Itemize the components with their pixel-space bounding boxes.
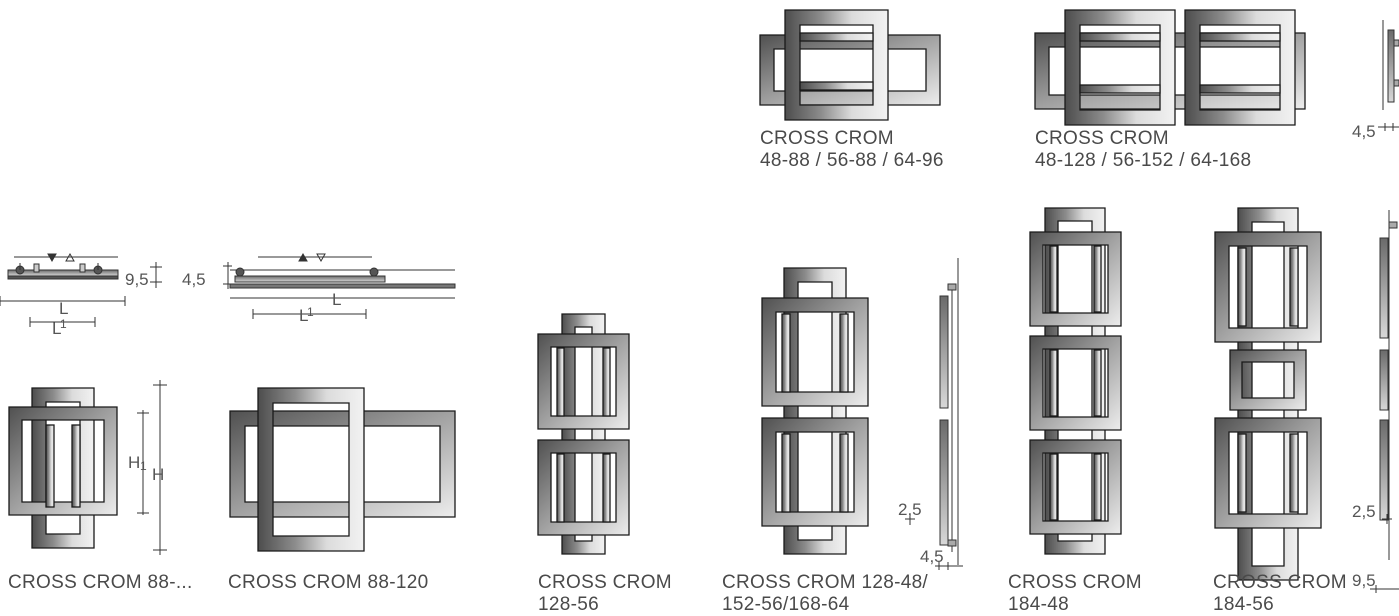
radiator-bar xyxy=(1199,84,1281,94)
dim-2-5-right: 2,5 xyxy=(1352,502,1376,521)
radiator-88-56 xyxy=(8,387,118,549)
radiator-frame xyxy=(537,439,630,536)
radiator-frame xyxy=(761,297,869,407)
product-label-line: 48-128 / 56-152 / 64-168 xyxy=(1035,150,1252,171)
radiator-tube xyxy=(1049,453,1058,521)
product-label-line: 152-56/168-64 xyxy=(722,594,850,615)
height-dimension xyxy=(137,380,167,555)
product-label-line: CROSS CROM 88-120 xyxy=(228,572,429,593)
side-profile-mid xyxy=(905,258,963,570)
top-view-drawing-small xyxy=(0,252,162,327)
radiator-frame xyxy=(1029,439,1122,535)
radiator-frame xyxy=(537,333,630,430)
dim-L-small: L xyxy=(59,299,68,318)
radiator-frame xyxy=(229,410,456,518)
radiator-drawings xyxy=(8,9,1322,581)
radiator-tube xyxy=(602,347,611,417)
dim-9-5-small: 9,5 xyxy=(125,270,149,289)
product-label-line: CROSS CROM xyxy=(1008,572,1142,593)
radiator-frame xyxy=(257,387,365,552)
radiator-bar xyxy=(799,81,874,91)
radiator-88-120 xyxy=(229,387,456,552)
product-label-88-56: CROSS CROM 88-... xyxy=(8,572,193,594)
dim-4-5-top-right: 4,5 xyxy=(1352,122,1376,141)
radiator-bar xyxy=(1199,32,1281,42)
product-label-line: CROSS CROM xyxy=(760,128,894,149)
dim-H1: H xyxy=(128,453,140,472)
product-label-48-88: CROSS CROM 48-88 / 56-88 / 64-96 xyxy=(760,128,944,172)
product-label-184-48: CROSS CROM 184-48 xyxy=(1008,572,1142,616)
dim-2-5-mid: 2,5 xyxy=(898,500,922,519)
radiator-tube xyxy=(1093,245,1102,313)
radiator-frame xyxy=(1214,231,1322,343)
radiator-bar xyxy=(1079,84,1161,94)
radiator-bar xyxy=(799,32,874,42)
radiator-tube xyxy=(781,433,791,513)
top-view-drawing-wide xyxy=(223,252,456,319)
radiator-tube xyxy=(1237,247,1247,327)
radiator-frame xyxy=(1214,417,1322,529)
dim-4-5-wide: 4,5 xyxy=(182,270,206,289)
product-label-line: CROSS CROM 128-48/ xyxy=(722,572,929,593)
radiator-tube xyxy=(556,347,565,417)
radiator-frame xyxy=(784,9,889,121)
radiator-tube xyxy=(45,424,55,508)
dim-L1-wide: L xyxy=(299,306,308,325)
dim-L-wide: L xyxy=(332,290,341,309)
radiator-184-56 xyxy=(1214,207,1322,581)
product-label-48-128: CROSS CROM 48-128 / 56-152 / 64-168 xyxy=(1035,128,1251,172)
product-label-128-56: CROSS CROM 128-56 xyxy=(538,572,672,616)
radiator-184-48 xyxy=(1029,207,1122,555)
product-label-line: 184-48 xyxy=(1008,594,1069,615)
radiator-tube xyxy=(1049,349,1058,417)
radiator-48-88 xyxy=(759,9,941,121)
radiator-frame xyxy=(1229,349,1307,411)
dim-4-5-mid: 4,5 xyxy=(920,547,944,566)
radiator-tube xyxy=(556,453,565,523)
product-label-line: 184-56 xyxy=(1213,594,1274,615)
product-label-line: 128-56 xyxy=(538,594,599,615)
product-label-128-48: CROSS CROM 128-48/ 152-56/168-64 xyxy=(722,572,928,616)
side-profile-right xyxy=(1370,210,1399,593)
dim-L1-small: L xyxy=(52,319,61,338)
dim-L1-sup-small: 1 xyxy=(60,317,67,331)
radiator-tube xyxy=(781,313,791,393)
radiator-frame xyxy=(1029,335,1122,431)
radiator-tube xyxy=(1049,245,1058,313)
product-label-line: CROSS CROM xyxy=(1213,572,1347,593)
dim-H1-sub: 1 xyxy=(140,459,147,473)
radiator-frame xyxy=(761,417,869,527)
side-profile-top-right xyxy=(1378,20,1399,131)
radiator-frame xyxy=(8,406,118,516)
product-label-line: CROSS CROM 88-... xyxy=(8,572,193,593)
radiator-tube xyxy=(1289,247,1299,327)
radiator-tube xyxy=(1289,433,1299,513)
radiator-frame xyxy=(1184,9,1296,126)
radiator-tube xyxy=(1093,453,1102,521)
radiator-frame xyxy=(561,313,606,555)
radiator-tube xyxy=(839,433,849,513)
radiator-48-128 xyxy=(1034,9,1306,126)
product-label-line: CROSS CROM xyxy=(1035,128,1169,149)
product-label-line: 48-88 / 56-88 / 64-96 xyxy=(760,150,944,171)
product-label-line: CROSS CROM xyxy=(538,572,672,593)
radiator-128-48 xyxy=(761,267,869,555)
dim-9-5-right: 9,5 xyxy=(1352,571,1376,590)
radiator-tube xyxy=(602,453,611,523)
dim-L1-sup-wide: 1 xyxy=(307,305,314,319)
radiator-frame xyxy=(1029,231,1122,327)
radiator-tube xyxy=(1093,349,1102,417)
radiator-128-56 xyxy=(537,313,630,555)
radiator-tube xyxy=(839,313,849,393)
product-label-184-56: CROSS CROM 184-56 xyxy=(1213,572,1347,616)
product-label-88-120: CROSS CROM 88-120 xyxy=(228,572,428,594)
radiator-tube xyxy=(1237,433,1247,513)
dim-H: H xyxy=(152,465,164,484)
radiator-tube xyxy=(71,424,81,508)
radiator-bar xyxy=(1079,32,1161,42)
radiator-frame xyxy=(1064,9,1176,126)
